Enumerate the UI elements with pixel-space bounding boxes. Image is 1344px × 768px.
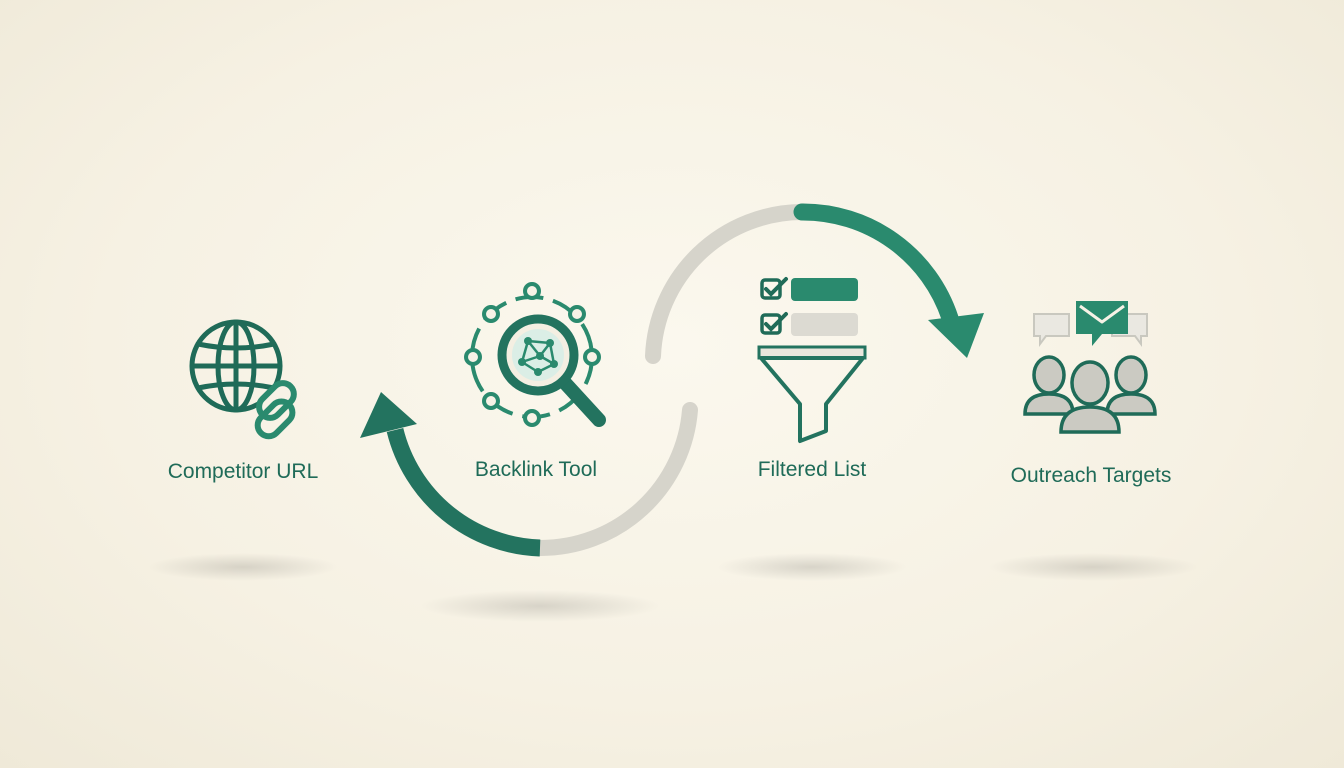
globe-link-icon [189,319,297,440]
people-email-icon [1023,301,1157,434]
step-label-backlink-tool: Backlink Tool [474,458,598,481]
lower-arc-gray [532,402,698,557]
step-label-outreach-targets: Outreach Targets [1010,464,1172,487]
shadow-4 [988,553,1198,581]
lower-arrow-head [360,392,417,438]
upper-arrow-green [793,203,959,327]
shadow-2 [420,590,660,622]
ground-shadows [148,553,1198,622]
upper-arc-gray [645,204,810,364]
shadow-3 [717,553,907,581]
checklist-funnel-icon [757,277,867,443]
upper-arrow-head [928,313,984,358]
step-label-competitor-url: Competitor URL [167,460,319,483]
cycle-arrows [360,203,984,557]
shadow-1 [148,553,338,581]
step-label-filtered-list: Filtered List [757,458,867,481]
lower-arrow-green [386,427,541,557]
network-magnifier-icon [464,282,606,427]
